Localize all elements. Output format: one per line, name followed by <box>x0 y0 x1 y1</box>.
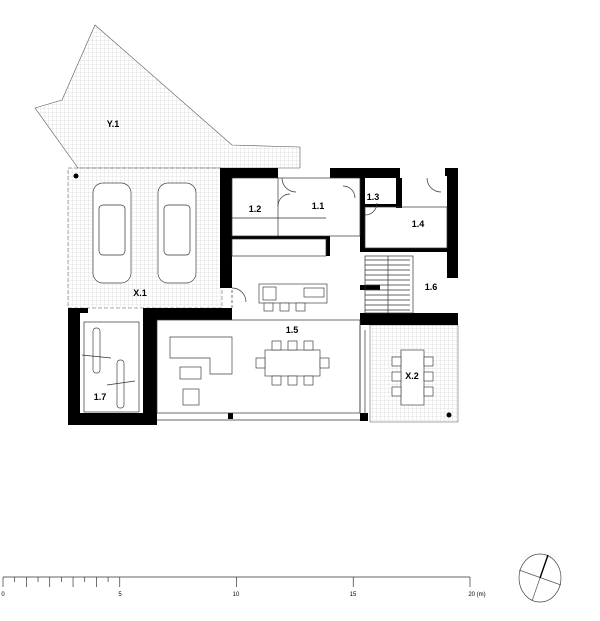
terrace-x1 <box>67 167 223 309</box>
north-arrow-icon <box>518 553 562 603</box>
interior-lines <box>83 177 448 421</box>
scale-label: 0 <box>1 592 5 598</box>
dining-chairs <box>255 340 330 386</box>
chair <box>423 386 434 397</box>
room-label-1-3: 1.3 <box>367 192 380 202</box>
column-marker <box>446 412 452 418</box>
bar-stool <box>263 302 274 312</box>
column-marker <box>73 173 79 179</box>
staircase <box>364 255 414 314</box>
room-label-1-6: 1.6 <box>425 282 438 292</box>
chair <box>391 386 402 397</box>
dining-table <box>264 349 321 377</box>
room-label-1-5: 1.5 <box>286 325 299 335</box>
room-label-x1: X.1 <box>133 288 147 298</box>
scale-label: 10 <box>233 592 240 598</box>
cooktop-icon <box>262 286 277 301</box>
room-label-1-7: 1.7 <box>94 392 107 402</box>
scale-label: 15 <box>350 592 357 598</box>
room-label-1-2: 1.2 <box>249 204 262 214</box>
room-label-y1: Y.1 <box>107 119 120 129</box>
chair <box>303 375 314 386</box>
sink-icon <box>303 287 325 298</box>
coffee-table <box>179 366 202 380</box>
chair <box>271 340 282 351</box>
chair <box>255 357 266 369</box>
room-label-1-1: 1.1 <box>312 201 325 211</box>
bar-stools <box>263 302 306 312</box>
motorbike-icon <box>106 359 136 409</box>
stair-outline <box>364 255 414 314</box>
sofa <box>169 336 233 375</box>
chair <box>287 375 298 386</box>
armchair <box>182 388 200 406</box>
motorbike-icon <box>81 327 112 374</box>
scale-bar: 0 5 10 15 20 (m) <box>1 576 486 598</box>
chair <box>271 375 282 386</box>
room-label-1-4: 1.4 <box>412 219 425 229</box>
terrace-y1 <box>34 24 301 169</box>
chair <box>319 357 330 369</box>
car-icon <box>92 182 132 284</box>
chair <box>303 340 314 351</box>
room-label-x2: X.2 <box>405 371 419 381</box>
chair <box>423 371 434 382</box>
scale-label: 20 (m) <box>468 592 485 598</box>
car-icon <box>157 182 197 284</box>
chair <box>423 356 434 367</box>
walls <box>68 168 458 425</box>
scale-label: 5 <box>118 592 122 598</box>
chair <box>391 356 402 367</box>
chair <box>287 340 298 351</box>
chair <box>391 371 402 382</box>
bar-stool <box>279 302 290 312</box>
bar-stool <box>295 302 306 312</box>
terrace-chairs <box>391 356 434 397</box>
